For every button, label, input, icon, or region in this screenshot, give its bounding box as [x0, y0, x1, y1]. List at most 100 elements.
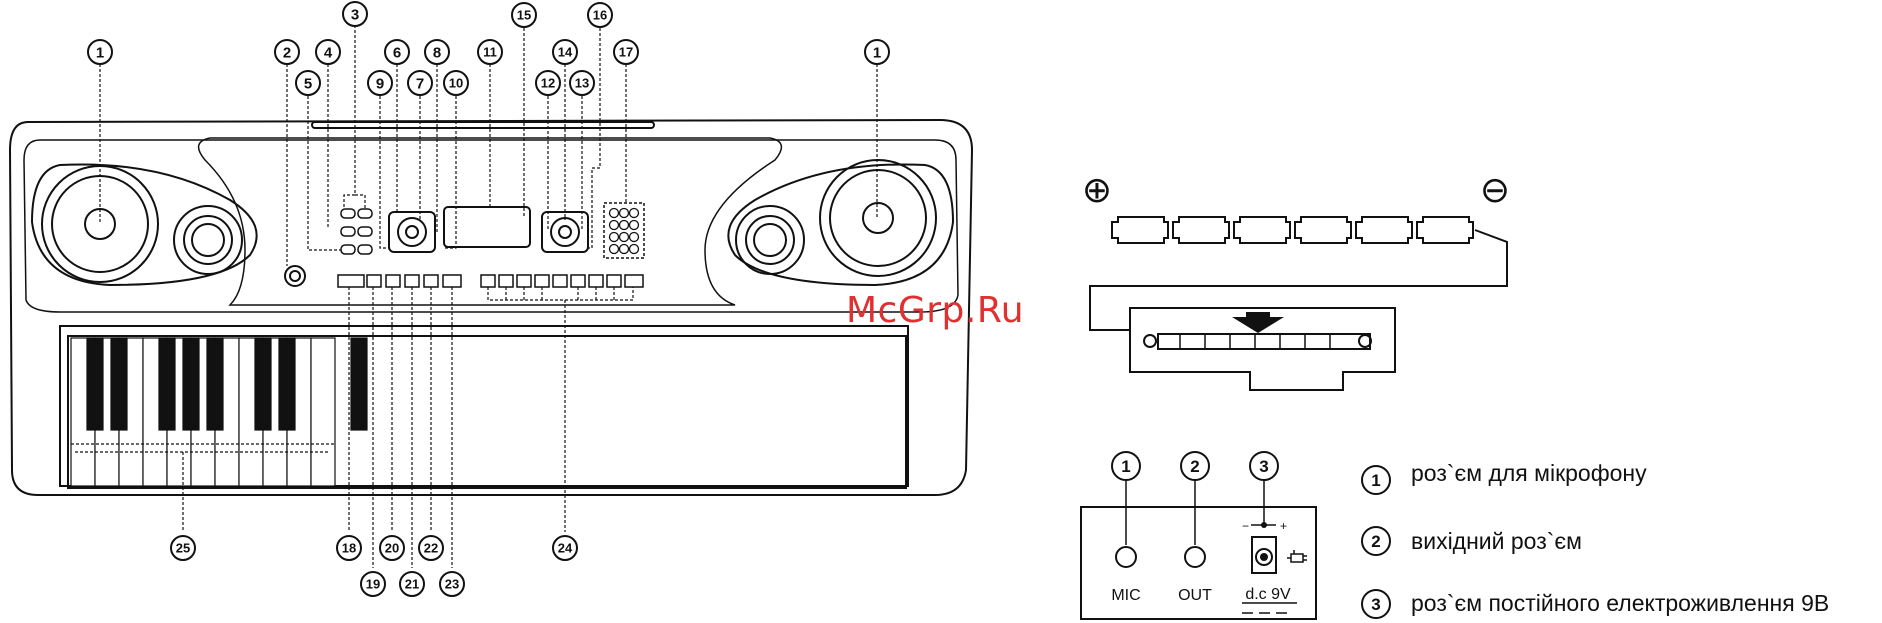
callout-c15-label: 15 — [517, 8, 531, 23]
callout-c18: 18 — [337, 536, 361, 560]
callout-c20-label: 20 — [385, 541, 399, 556]
dc-dashes — [1242, 603, 1297, 613]
black-key — [87, 338, 103, 430]
black-key — [111, 338, 127, 430]
top-slot — [312, 122, 654, 128]
legend-circle-1-label: 1 — [1371, 471, 1380, 490]
callout-c7-label: 7 — [416, 75, 424, 92]
callout-c16: 16 — [588, 3, 612, 27]
battery-cell — [1417, 217, 1473, 243]
black-key — [255, 338, 271, 430]
battery-wire — [1090, 230, 1507, 330]
mic-label: MIC — [1111, 587, 1140, 604]
left-speaker-large-outer — [42, 166, 158, 282]
battery-cell — [1234, 217, 1290, 243]
left-tweeter-inner — [192, 224, 224, 256]
right-speaker-large-inner — [830, 170, 926, 266]
callout-c5-label: 5 — [304, 75, 312, 92]
black-key — [279, 338, 295, 430]
callout-c25-label: 25 — [176, 541, 190, 556]
battery-cell — [1295, 217, 1351, 243]
slide-arrow-icon — [1232, 312, 1284, 333]
dc-jack-pin — [1261, 554, 1267, 560]
battery-slider-track — [1158, 334, 1370, 349]
callout-c15: 15 — [512, 3, 536, 27]
mic-jack — [1116, 547, 1136, 567]
callout-c6-label: 6 — [393, 44, 401, 61]
legend-circle-2: 2 — [1362, 527, 1390, 555]
legend-circles: 1 2 3 — [1362, 466, 1390, 618]
callout-c17-label: 17 — [619, 45, 633, 60]
callout-c5: 5 — [296, 71, 320, 95]
callout-c11-label: 11 — [483, 45, 497, 60]
legend-circle-1: 1 — [1362, 466, 1390, 494]
right-speaker-large-cone — [863, 203, 893, 233]
callout-c3: 3 — [343, 2, 367, 26]
callout-c7: 7 — [408, 71, 432, 95]
volume-knob-center — [290, 271, 300, 281]
callout-c11: 11 — [478, 40, 502, 64]
function-buttons — [338, 275, 461, 287]
out-label: OUT — [1178, 587, 1212, 604]
jack-callout-1-label: 1 — [1121, 457, 1130, 476]
callout-c23: 23 — [440, 572, 464, 596]
callout-c2-label: 2 — [283, 44, 291, 61]
callout-c21-label: 21 — [405, 577, 419, 592]
callout-c14-label: 14 — [558, 45, 573, 60]
callout-c25: 25 — [171, 536, 195, 560]
polarity-plus: + — [1280, 519, 1287, 533]
callout-c19: 19 — [361, 572, 385, 596]
jack-panel-text: − + MIC OUT d.c 9V — [1111, 519, 1291, 604]
white-key — [311, 338, 335, 486]
rhythm-buttons — [481, 275, 643, 287]
callout-c2: 2 — [275, 40, 299, 64]
callout-c17: 17 — [614, 40, 638, 64]
callout-c10: 10 — [444, 71, 468, 95]
battery-cells — [1112, 217, 1473, 243]
legend-circle-3: 3 — [1362, 590, 1390, 618]
small-buttons — [341, 209, 372, 254]
black-key — [207, 338, 223, 430]
legend-item-2: вихідний роз`єм — [1411, 528, 1582, 555]
black-key — [183, 338, 199, 430]
plug-icon — [1287, 550, 1307, 562]
callout-c22: 22 — [419, 536, 443, 560]
battery-compartment: ⊕ ⊖ — [1082, 169, 1510, 390]
left-dpad-ring — [398, 218, 426, 246]
left-speaker-large-cone — [85, 209, 115, 239]
out-jack — [1185, 547, 1205, 567]
callout-c1b: 1 — [865, 40, 889, 64]
callout-c14: 14 — [553, 40, 577, 64]
callout-c1a-label: 1 — [96, 44, 104, 61]
callout-c16-label: 16 — [593, 8, 607, 23]
callout-c22-label: 22 — [424, 541, 438, 556]
battery-cell — [1173, 217, 1229, 243]
callout-c21: 21 — [400, 572, 424, 596]
right-dpad-ring — [551, 218, 579, 246]
callout-c4-label: 4 — [324, 44, 333, 61]
right-tweeter-inner — [754, 224, 786, 256]
legend-circle-3-label: 3 — [1371, 595, 1380, 614]
left-dpad-center — [406, 226, 418, 238]
callout-c12-label: 12 — [541, 76, 555, 91]
callout-c12: 12 — [536, 71, 560, 95]
callout-c13: 13 — [570, 71, 594, 95]
callout-c24-label: 24 — [558, 541, 573, 556]
callout-c9: 9 — [368, 71, 392, 95]
legend-item-3: роз`єм постійного електроживлення 9В — [1411, 590, 1829, 617]
callout-c4: 4 — [316, 40, 340, 64]
dc-label: d.c 9V — [1245, 586, 1291, 603]
callout-c9-label: 9 — [376, 75, 384, 92]
polarity-minus: − — [1242, 519, 1249, 533]
legend-item-1: роз`єм для мікрофону — [1411, 460, 1647, 487]
keyboard-body-inner — [24, 140, 958, 312]
callout-c8-label: 8 — [433, 44, 441, 61]
callout-c23-label: 23 — [445, 577, 459, 592]
black-key — [159, 338, 175, 430]
right-speaker-large-outer — [820, 160, 936, 276]
jack-callout-2: 2 — [1181, 452, 1209, 480]
slider-ticks — [1180, 334, 1330, 349]
battery-plus-symbol: ⊕ — [1082, 169, 1112, 210]
callout-c6: 6 — [385, 40, 409, 64]
callout-c19-label: 19 — [366, 577, 380, 592]
